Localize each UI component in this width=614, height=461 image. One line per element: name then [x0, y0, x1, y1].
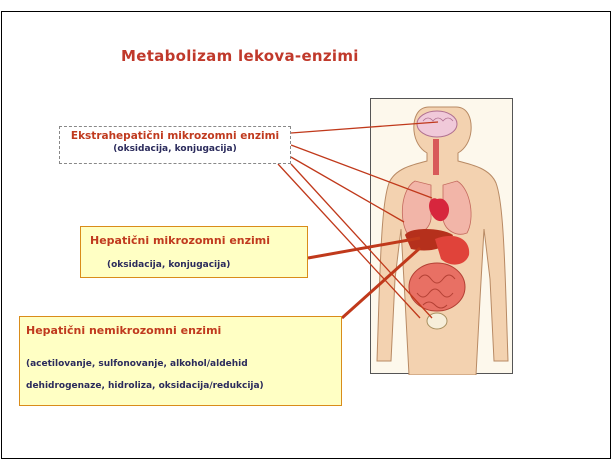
hepatic-microsomal-label: Hepatični mikrozomni enzimi	[90, 234, 270, 247]
arrow-nonmic-liver	[342, 248, 420, 318]
extrahepatic-enzymes-box: Ekstrahepatični mikrozomni enzimi (oksid…	[59, 126, 291, 164]
hepatic-microsomal-enzymes-box: Hepatični mikrozomni enzimi (oksidacija,…	[80, 226, 308, 278]
hepatic-nonmicrosomal-reactions-2: dehidrogenaze, hidroliza, oksidacija/red…	[26, 381, 264, 391]
hepatic-nonmicrosomal-reactions-1: (acetilovanje, sulfonovanje, alkohol/ald…	[26, 359, 248, 369]
hepatic-nonmicrosomal-label: Hepatični nemikrozomni enzimi	[26, 324, 221, 337]
arrow-hep-liver	[308, 238, 420, 258]
arrow-extra-brain	[291, 122, 438, 133]
extrahepatic-reactions-label: (oksidacija, konjugacija)	[60, 144, 290, 154]
arrow-extra-lung	[291, 145, 432, 198]
extrahepatic-enzymes-label: Ekstrahepatični mikrozomni enzimi	[60, 130, 290, 142]
hepatic-microsomal-reactions: (oksidacija, konjugacija)	[107, 260, 230, 270]
hepatic-nonmicrosomal-enzymes-box: Hepatični nemikrozomni enzimi (acetilova…	[19, 316, 342, 406]
